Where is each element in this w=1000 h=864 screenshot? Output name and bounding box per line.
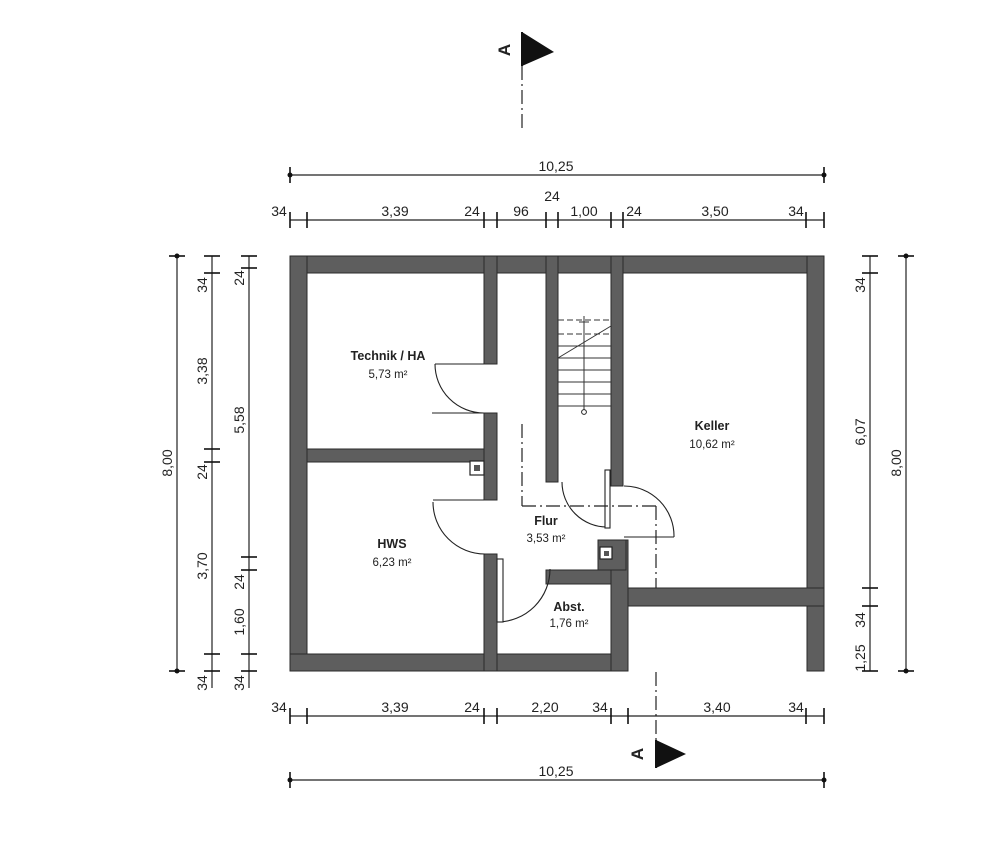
room-abst: Abst. 1,76 m²: [550, 600, 589, 630]
room-name: HWS: [377, 537, 406, 551]
right-total-label: 8,00: [888, 449, 904, 476]
stair-arrow-dot: [581, 409, 587, 415]
left-inner-label: 34: [231, 675, 247, 691]
room-keller: Keller 10,62 m²: [689, 419, 735, 451]
section-flag-bottom: [656, 740, 686, 768]
right-chain-label: 34: [852, 612, 868, 628]
top-chain-label: 1,00: [570, 203, 597, 219]
wall-keller-bottom: [610, 587, 825, 607]
top-chain-dimension: 34 3,39 24 96 24 1,00 24 3,50 34: [271, 188, 825, 228]
room-hws: HWS 6,23 m²: [373, 537, 412, 569]
section-label-bottom: A: [628, 748, 647, 760]
left-outer-label: 24: [194, 464, 210, 480]
section-marker-top: A: [495, 32, 554, 130]
room-technik: Technik / HA 5,73 m²: [351, 349, 426, 381]
wall-corridor-left-upper: [483, 255, 498, 365]
bottom-chain-label: 3,39: [381, 699, 408, 715]
dim-end-dot: [903, 253, 909, 259]
top-chain-label: 24: [626, 203, 642, 219]
left-total-label: 8,00: [159, 449, 175, 476]
top-stair-label: 24: [544, 188, 560, 204]
bottom-total-label: 10,25: [538, 763, 573, 779]
top-total-label: 10,25: [538, 158, 573, 174]
wall-stair-right: [610, 255, 624, 487]
room-area: 1,76 m²: [550, 618, 589, 630]
bottom-chain-dimension: 34 3,39 24 2,20 34 3,40 34: [271, 699, 825, 724]
left-inner-label: 1,60: [231, 608, 247, 635]
right-chain-label: 1,25: [852, 644, 868, 671]
left-chain-inner: 24 5,58 24 1,60 34: [231, 255, 257, 691]
right-total-dimension: 8,00: [888, 253, 914, 674]
wall-corridor-left-lower: [483, 553, 498, 672]
dim-end-dot: [903, 668, 909, 674]
wall-corridor-left-mid: [483, 412, 498, 501]
door-abst[interactable]: [496, 558, 551, 623]
room-area: 3,53 m²: [527, 533, 566, 545]
right-chain-label: 6,07: [852, 418, 868, 445]
wall-technik-hws: [306, 448, 485, 463]
section-label-top: A: [495, 44, 514, 56]
left-total-dimension: 8,00: [159, 253, 185, 674]
shaft-core: [604, 551, 609, 556]
dim-end-dot: [174, 668, 180, 674]
room-name: Flur: [534, 514, 558, 528]
bottom-chain-label: 34: [592, 699, 608, 715]
door-stair[interactable]: [561, 469, 611, 529]
room-name: Abst.: [553, 600, 584, 614]
wall-abst-top: [545, 569, 612, 585]
wall-bottom: [289, 653, 629, 672]
bottom-total-dimension: 10,25: [287, 763, 827, 788]
wall-left: [289, 255, 308, 672]
left-outer-label: 34: [194, 675, 210, 691]
room-flur: Flur 3,53 m²: [527, 514, 566, 545]
right-chain-label: 34: [852, 277, 868, 293]
room-area: 5,73 m²: [369, 369, 408, 381]
door-technik[interactable]: [432, 363, 485, 414]
section-flag-top: [522, 32, 554, 66]
right-chain-dimension: 34 6,07 34 1,25: [852, 255, 878, 672]
top-chain-label: 34: [788, 203, 804, 219]
left-outer-label: 3,38: [194, 357, 210, 384]
staircase: [557, 316, 612, 415]
left-outer-label: 3,70: [194, 552, 210, 579]
left-outer-label: 34: [194, 277, 210, 293]
left-inner-label: 5,58: [231, 406, 247, 433]
top-chain-label: 96: [513, 203, 529, 219]
room-area: 6,23 m²: [373, 557, 412, 569]
top-chain-label: 3,39: [381, 203, 408, 219]
top-chain-label: 34: [271, 203, 287, 219]
left-inner-label: 24: [231, 574, 247, 590]
top-chain-label: 3,50: [701, 203, 728, 219]
room-name: Keller: [695, 419, 730, 433]
shaft-core: [474, 465, 480, 471]
walls: [289, 255, 825, 672]
bottom-chain-label: 24: [464, 699, 480, 715]
door-hws[interactable]: [432, 499, 486, 555]
dim-end-dot: [174, 253, 180, 259]
room-name: Technik / HA: [351, 349, 426, 363]
section-marker-bottom: A: [628, 672, 686, 768]
wall-stair-left: [545, 255, 559, 483]
bottom-chain-label: 2,20: [531, 699, 558, 715]
left-chain-outer: 34 3,38 24 3,70 34: [194, 255, 220, 691]
bottom-chain-label: 34: [271, 699, 287, 715]
top-chain-label: 24: [464, 203, 480, 219]
room-area: 10,62 m²: [689, 439, 735, 451]
door-keller[interactable]: [623, 485, 675, 538]
wall-right: [806, 255, 825, 672]
bottom-chain-label: 3,40: [703, 699, 730, 715]
bottom-chain-label: 34: [788, 699, 804, 715]
top-total-dimension: 10,25: [287, 158, 827, 183]
left-inner-label: 24: [231, 270, 247, 286]
